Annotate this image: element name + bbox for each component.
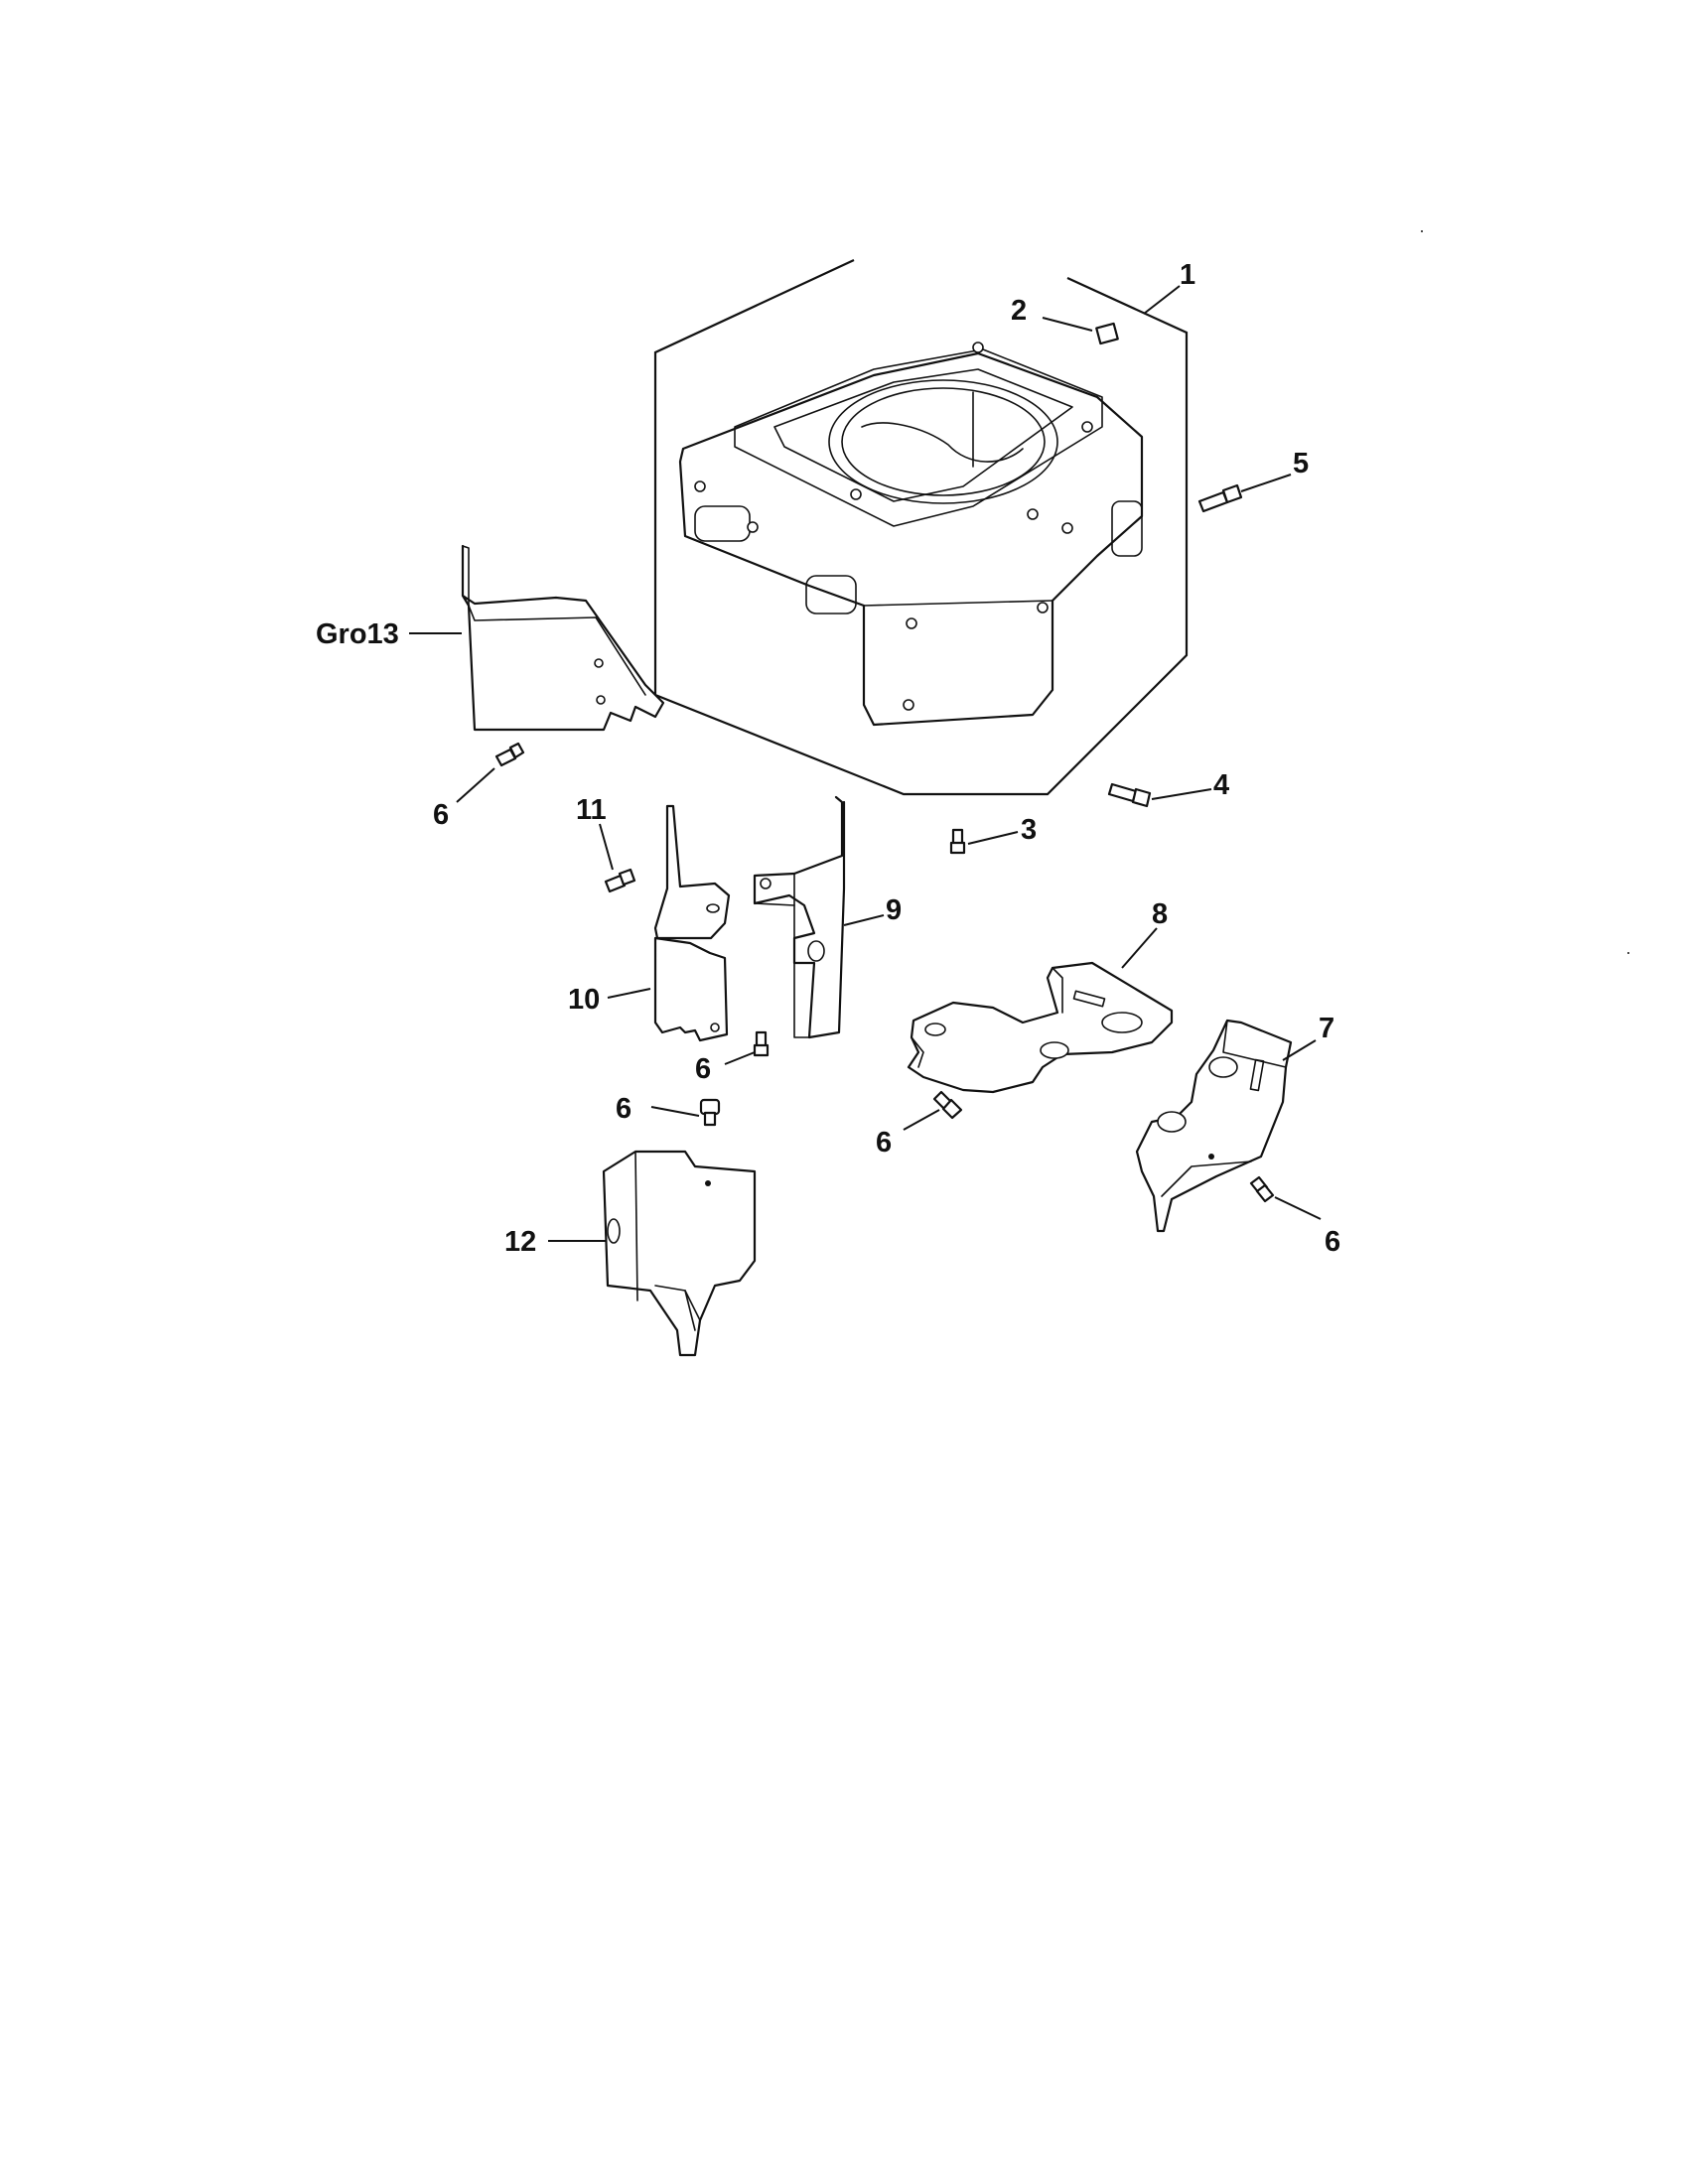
shield-10 — [653, 804, 731, 1042]
clip-part — [1095, 322, 1119, 345]
callout-6d: 6 — [876, 1127, 892, 1159]
blower-housing — [678, 341, 1144, 727]
callout-10: 10 — [568, 984, 600, 1016]
callout-6c: 6 — [616, 1093, 632, 1125]
bracket-8 — [907, 961, 1174, 1094]
leader-1 — [1143, 285, 1181, 315]
screw-4 — [1107, 782, 1152, 808]
callout-5: 5 — [1293, 448, 1309, 479]
callout-3: 3 — [1021, 814, 1037, 846]
shield-12 — [602, 1150, 757, 1357]
leader-7 — [1282, 1039, 1317, 1061]
callout-6e: 6 — [1325, 1226, 1340, 1258]
shield-9 — [753, 795, 846, 1039]
leader-6d — [903, 1109, 940, 1131]
leader-5 — [1240, 474, 1292, 492]
leader-3 — [967, 831, 1019, 845]
leader-11 — [599, 823, 614, 871]
callout-6b: 6 — [695, 1053, 711, 1085]
leader-2 — [1042, 317, 1093, 332]
speck — [1627, 952, 1629, 954]
leader-9 — [843, 914, 885, 926]
leader-6a — [456, 767, 495, 803]
leader-6b — [724, 1051, 756, 1065]
callout-12: 12 — [504, 1226, 536, 1258]
screw-6e — [1249, 1175, 1275, 1203]
callout-1: 1 — [1180, 259, 1195, 291]
leader-4 — [1151, 788, 1212, 800]
callout-7: 7 — [1319, 1013, 1334, 1044]
assembly-frame — [653, 259, 1189, 796]
screw-6a — [494, 742, 525, 767]
leader-6e — [1274, 1196, 1322, 1220]
leader-10 — [607, 988, 651, 999]
callout-6a: 6 — [433, 799, 449, 831]
callout-8: 8 — [1152, 898, 1168, 930]
screw-11 — [604, 868, 636, 893]
bracket-7 — [1135, 1019, 1293, 1233]
callout-2: 2 — [1011, 295, 1027, 327]
callout-4: 4 — [1213, 769, 1229, 801]
screw-3 — [949, 828, 966, 855]
screw-6c — [699, 1098, 721, 1127]
callout-gro13: Gro13 — [316, 618, 399, 650]
leader-8 — [1121, 927, 1158, 969]
leader-6c — [650, 1106, 700, 1117]
callout-11: 11 — [576, 794, 607, 826]
screw-6b — [753, 1030, 770, 1057]
screw-5 — [1197, 483, 1243, 513]
screw-6d — [932, 1090, 963, 1120]
speck — [1421, 230, 1423, 232]
shroud-gro13 — [461, 544, 665, 732]
callout-9: 9 — [886, 894, 902, 926]
